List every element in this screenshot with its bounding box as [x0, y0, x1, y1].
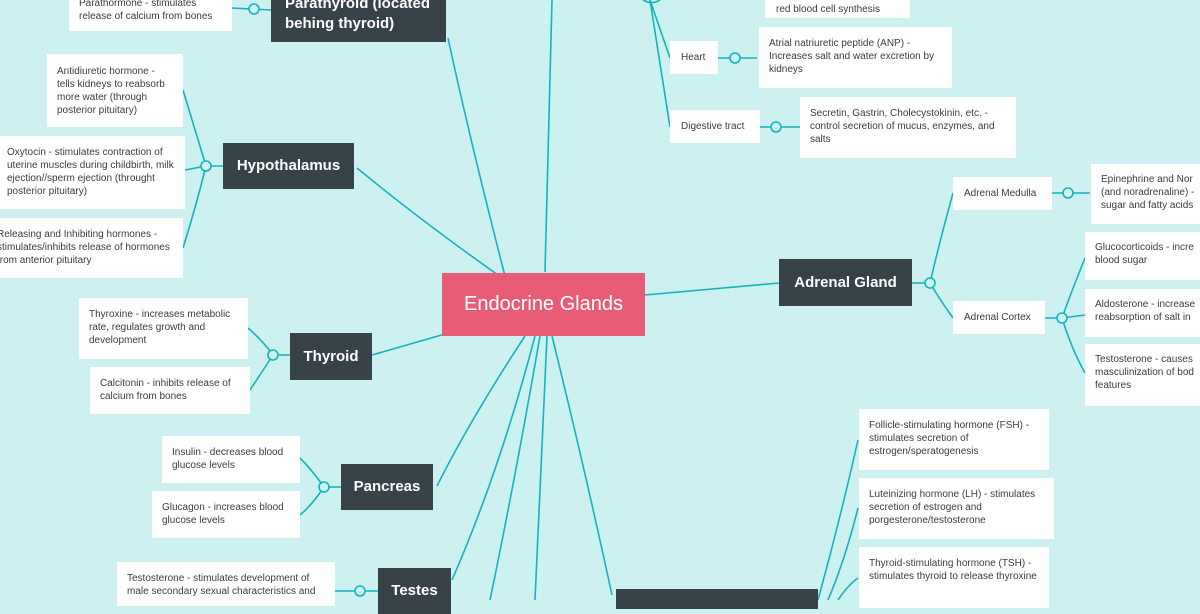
- link-center-thyroid: [371, 333, 446, 356]
- note-fsh: Follicle-stimulating hormone (FSH) - sti…: [859, 409, 1049, 470]
- link-center-extra-1: [489, 335, 541, 600]
- branch-hypothalamus[interactable]: Hypothalamus: [223, 143, 354, 189]
- center-node[interactable]: Endocrine Glands: [442, 273, 645, 336]
- note-oxytocin: Oxytocin - stimulates contraction of ute…: [0, 136, 185, 209]
- sub-heart[interactable]: Heart: [670, 41, 718, 74]
- note-anp: Atrial natriuretic peptide (ANP) - Incre…: [759, 27, 952, 88]
- connector-dot: [200, 160, 212, 172]
- note-testosterone-testes: Testosterone - stimulates development of…: [117, 562, 335, 606]
- link-center-parathyroid: [447, 37, 506, 277]
- link-center-pancreas: [436, 335, 526, 487]
- connector-dot: [1056, 312, 1068, 324]
- sub-digestive-tract[interactable]: Digestive tract: [670, 110, 760, 143]
- note-tsh: Thyroid-stimulating hormone (TSH) - stim…: [859, 547, 1049, 608]
- branch-testes[interactable]: Testes: [378, 568, 451, 614]
- link-center-pituitary: [551, 335, 613, 596]
- link-center-top: [544, 0, 553, 273]
- note-red-blood-cell: red blood cell synthesis: [765, 0, 910, 18]
- link-center-testes: [451, 335, 536, 581]
- connector-dot: [924, 277, 936, 289]
- note-glucocorticoids: Glucocorticoids - incre blood sugar: [1085, 232, 1200, 280]
- connector-dot: [729, 52, 741, 64]
- connector-lines: [182, 0, 1090, 600]
- note-lh: Luteinizing hormone (LH) - stimulates se…: [859, 478, 1054, 539]
- connector-dot: [318, 481, 330, 493]
- note-glucagon: Glucagon - increases blood glucose level…: [152, 491, 300, 538]
- link-center-adrenal: [644, 282, 780, 296]
- link-center-extra-2: [534, 335, 548, 600]
- branch-parathyroid[interactable]: Parathyroid (located behing thyroid): [271, 0, 446, 42]
- connector-dot: [267, 349, 279, 361]
- connector-dot: [1062, 187, 1074, 199]
- note-releasing-inhibiting: Releasing and Inhibiting hormones - stim…: [0, 218, 183, 278]
- note-thyroxine: Thyroxine - increases metabolic rate, re…: [79, 298, 248, 359]
- connector-dot: [354, 585, 366, 597]
- connector-dot: [248, 3, 260, 15]
- link-center-hypothalamus: [356, 167, 506, 281]
- note-insulin: Insulin - decreases blood glucose levels: [162, 436, 300, 483]
- branch-adrenal-gland[interactable]: Adrenal Gland: [779, 259, 912, 306]
- branch-thyroid[interactable]: Thyroid: [290, 333, 372, 380]
- note-secretin-gastrin: Secretin, Gastrin, Cholecystokinin, etc.…: [800, 97, 1016, 158]
- branch-pancreas[interactable]: Pancreas: [341, 464, 433, 510]
- connector-dot: [770, 121, 782, 133]
- note-aldosterone: Aldosterone - increase reabsorption of s…: [1085, 289, 1200, 337]
- note-calcitonin: Calcitonin - inhibits release of calcium…: [90, 367, 250, 414]
- note-testosterone-adrenal: Testosterone - causes masculinization of…: [1085, 344, 1200, 406]
- note-antidiuretic-hormone: Antidiuretic hormone - tells kidneys to …: [47, 54, 183, 127]
- note-parathormone: Parathormone - stimulates release of cal…: [69, 0, 232, 31]
- note-epinephrine: Epinephrine and Nor (and noradrenaline) …: [1091, 164, 1200, 224]
- sub-adrenal-cortex[interactable]: Adrenal Cortex: [953, 301, 1045, 334]
- sub-adrenal-medulla[interactable]: Adrenal Medulla: [953, 177, 1052, 210]
- branch-pituitary[interactable]: [616, 589, 818, 609]
